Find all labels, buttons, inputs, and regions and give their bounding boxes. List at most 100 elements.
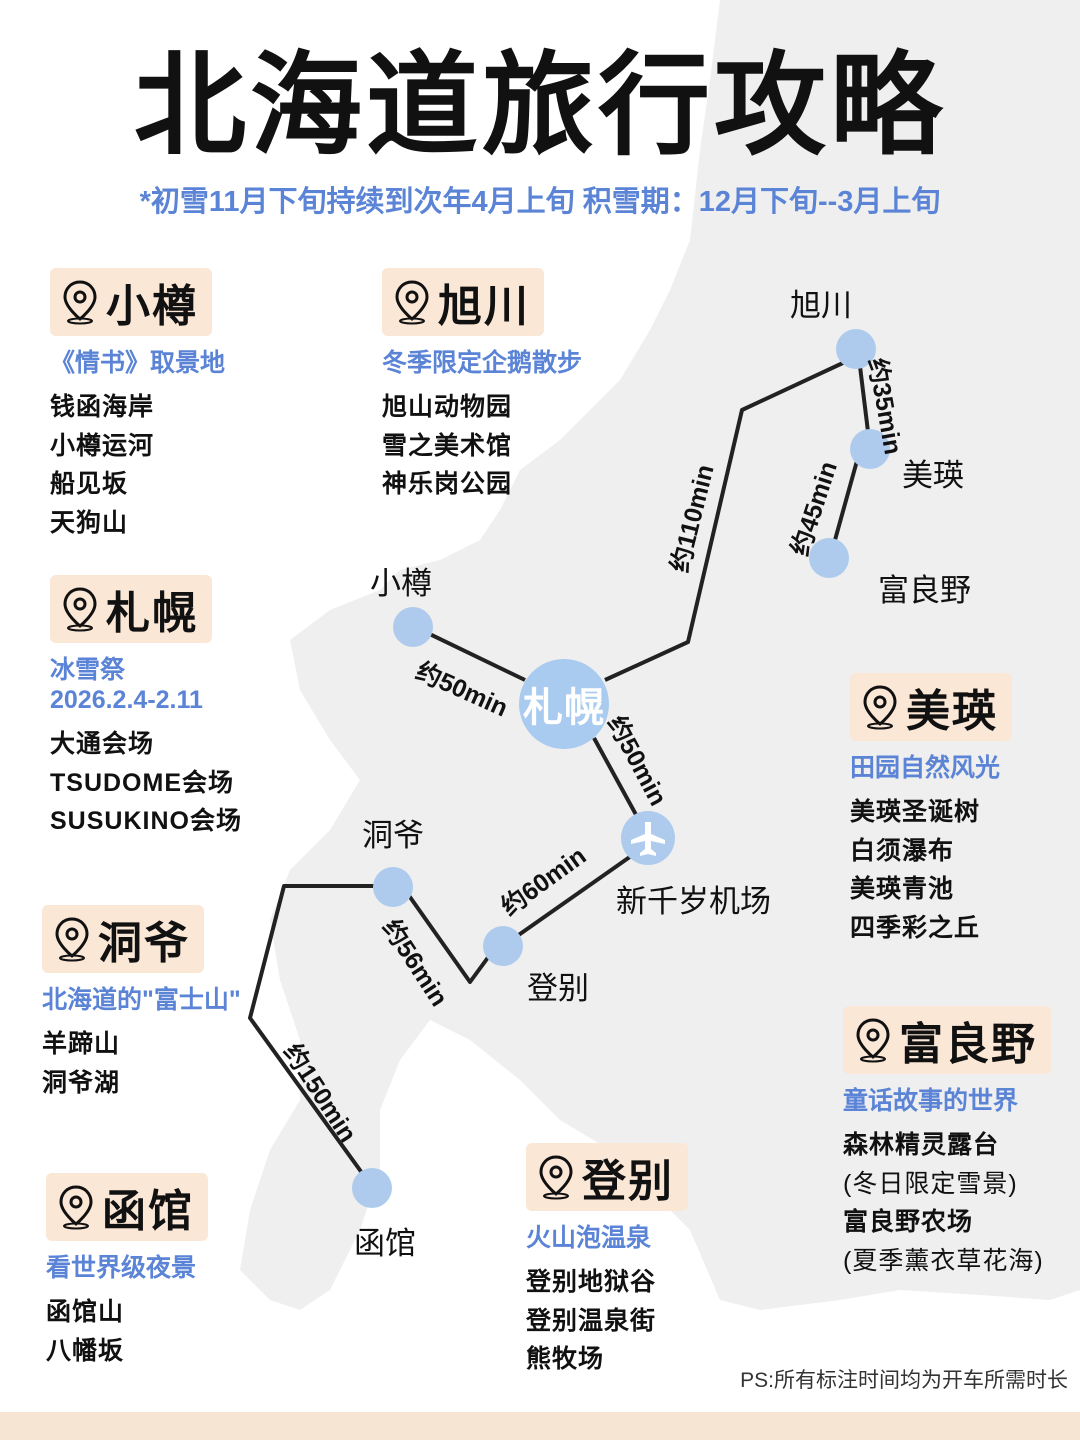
node-biei[interactable] bbox=[850, 429, 890, 469]
spot-tag: 童话故事的世界 bbox=[843, 1087, 1019, 1115]
spot-name: 小樽 bbox=[106, 282, 198, 331]
spot-item: 登别地狱谷 bbox=[526, 1268, 657, 1296]
node-label-noboribetsu: 登别 bbox=[527, 971, 589, 1006]
spot-item: 白须瀑布 bbox=[850, 836, 955, 865]
spot-name: 旭川 bbox=[438, 282, 530, 331]
node-label-hakodate: 函馆 bbox=[354, 1226, 416, 1261]
spot-card-asahikawa: 旭川 冬季限定企鹅散步 旭山动物园 雪之美术馆 神乐岗公园 bbox=[382, 268, 582, 504]
location-pin-icon bbox=[63, 587, 97, 632]
node-label-biei: 美瑛 bbox=[902, 458, 964, 493]
spot-list: 美瑛圣诞树 白须瀑布 美瑛青池 四季彩之丘 bbox=[850, 793, 1012, 947]
spot-item: 函馆山 bbox=[46, 1298, 125, 1326]
spot-item: 天狗山 bbox=[50, 508, 129, 537]
spot-name: 美瑛 bbox=[906, 687, 998, 736]
spot-header-biei[interactable]: 美瑛 bbox=[850, 673, 1012, 741]
node-label-airport: 新千岁机场 bbox=[616, 884, 771, 919]
spot-card-toya: 洞爷 北海道的"富士山" 羊蹄山 洞爷湖 bbox=[42, 905, 241, 1102]
location-pin-icon bbox=[59, 1185, 93, 1230]
spot-item: 神乐岗公园 bbox=[382, 470, 513, 498]
spot-header-otaru[interactable]: 小樽 bbox=[50, 268, 212, 336]
page-subtitle: *初雪11月下旬持续到次年4月上旬 积雪期：12月下旬--3月上旬 bbox=[139, 186, 941, 218]
page-title: 北海道旅行攻略 bbox=[134, 43, 946, 168]
spot-list: 旭山动物园 雪之美术馆 神乐岗公园 bbox=[382, 388, 582, 504]
spot-item-note: (夏季薰衣草花海) bbox=[843, 1246, 1044, 1275]
spot-list: 函馆山 八幡坂 bbox=[46, 1293, 208, 1370]
spot-item: 四季彩之丘 bbox=[850, 913, 981, 942]
node-sapporo-hub[interactable]: 札幌 bbox=[519, 659, 609, 749]
route-sapporo-asahikawa bbox=[604, 360, 846, 682]
location-pin-icon bbox=[63, 280, 97, 325]
node-label-asahikawa: 旭川 bbox=[790, 288, 852, 323]
route-airport-noboribetsu bbox=[501, 852, 636, 948]
location-pin-icon bbox=[55, 917, 89, 962]
spot-tag: 田园自然风光 bbox=[850, 754, 1001, 782]
node-label-furano: 富良野 bbox=[878, 573, 971, 608]
spot-item: 美瑛圣诞树 bbox=[850, 798, 981, 826]
node-label-otaru: 小樽 bbox=[370, 566, 432, 601]
spot-name: 函馆 bbox=[102, 1187, 194, 1236]
location-pin-icon bbox=[395, 280, 429, 325]
location-pin-icon bbox=[856, 1018, 890, 1063]
route-noboribetsu-toya bbox=[403, 888, 494, 984]
spot-item: 大通会场 bbox=[50, 730, 155, 758]
spot-name: 札幌 bbox=[106, 589, 198, 638]
spot-item: 旭山动物园 bbox=[382, 393, 513, 421]
location-pin-icon bbox=[863, 685, 897, 730]
spot-item: 钱函海岸 bbox=[50, 393, 155, 421]
node-furano[interactable] bbox=[809, 538, 849, 578]
spot-list: 羊蹄山 洞爷湖 bbox=[42, 1025, 241, 1102]
node-toya[interactable] bbox=[373, 867, 413, 907]
node-noboribetsu[interactable] bbox=[483, 926, 523, 966]
spot-tag: 《情书》取景地 bbox=[50, 349, 226, 377]
spot-name: 洞爷 bbox=[98, 919, 190, 968]
spot-item: 美瑛青池 bbox=[850, 875, 955, 903]
spot-item: 雪之美术馆 bbox=[382, 431, 513, 460]
spot-tag: 看世界级夜景 bbox=[46, 1254, 197, 1282]
spot-name: 富良野 bbox=[899, 1020, 1037, 1069]
airplane-icon bbox=[631, 822, 665, 856]
node-asahikawa[interactable] bbox=[836, 329, 876, 369]
spot-header-toya[interactable]: 洞爷 bbox=[42, 905, 204, 973]
spot-item: 船见坂 bbox=[50, 470, 129, 498]
spot-card-biei: 美瑛 田园自然风光 美瑛圣诞树 白须瀑布 美瑛青池 四季彩之丘 bbox=[850, 673, 1012, 947]
spot-item: TSUDOME会场 bbox=[50, 768, 235, 797]
spot-card-noboribetsu: 登别 火山泡温泉 登别地狱谷 登别温泉街 熊牧场 bbox=[526, 1143, 688, 1379]
spot-item: 富良野农场 bbox=[843, 1208, 974, 1236]
spot-list: 森林精灵露台 (冬日限定雪景) 富良野农场 (夏季薰衣草花海) bbox=[843, 1126, 1051, 1280]
spot-item: 登别温泉街 bbox=[526, 1306, 657, 1335]
route-toya-hakodate bbox=[248, 884, 380, 1186]
node-otaru[interactable] bbox=[393, 607, 433, 647]
spot-card-sapporo: 札幌 冰雪祭 2026.2.4-2.11 大通会场 TSUDOME会场 SUSU… bbox=[50, 575, 242, 841]
route-sapporo-airport bbox=[592, 737, 642, 823]
spot-list: 登别地狱谷 登别温泉街 熊牧场 bbox=[526, 1263, 688, 1379]
spot-item: SUSUKINO会场 bbox=[50, 807, 242, 835]
spot-item: 八幡坂 bbox=[46, 1336, 125, 1365]
footnote: PS:所有标注时间均为开车所需时长 bbox=[740, 1369, 1068, 1392]
spot-card-otaru: 小樽 《情书》取景地 钱函海岸 小樽运河 船见坂 天狗山 bbox=[50, 268, 225, 542]
spot-header-furano[interactable]: 富良野 bbox=[843, 1006, 1051, 1074]
spot-item: 小樽运河 bbox=[50, 431, 155, 460]
spot-header-asahikawa[interactable]: 旭川 bbox=[382, 268, 544, 336]
spot-tag: 冬季限定企鹅散步 bbox=[382, 349, 583, 377]
spot-list: 钱函海岸 小樽运河 船见坂 天狗山 bbox=[50, 388, 225, 542]
route-otaru-sapporo bbox=[412, 624, 526, 682]
spot-item-note: (冬日限定雪景) bbox=[843, 1169, 1018, 1198]
spot-header-sapporo[interactable]: 札幌 bbox=[50, 575, 212, 643]
node-hakodate[interactable] bbox=[352, 1168, 392, 1208]
spot-tag-date: 2026.2.4-2.11 bbox=[50, 686, 203, 714]
spot-name: 登别 bbox=[582, 1157, 674, 1206]
spot-header-noboribetsu[interactable]: 登别 bbox=[526, 1143, 688, 1211]
spot-item: 洞爷湖 bbox=[42, 1068, 121, 1097]
node-label-toya: 洞爷 bbox=[362, 818, 424, 853]
spot-list: 大通会场 TSUDOME会场 SUSUKINO会场 bbox=[50, 725, 242, 841]
spot-header-hakodate[interactable]: 函馆 bbox=[46, 1173, 208, 1241]
spot-card-hakodate: 函馆 看世界级夜景 函馆山 八幡坂 bbox=[46, 1173, 208, 1370]
spot-item: 熊牧场 bbox=[526, 1345, 605, 1373]
spot-item: 羊蹄山 bbox=[42, 1030, 121, 1058]
spot-item: 森林精灵露台 bbox=[843, 1131, 1000, 1159]
bottom-bar bbox=[0, 1412, 1080, 1440]
location-pin-icon bbox=[539, 1155, 573, 1200]
spot-tag: 冰雪祭 bbox=[50, 656, 126, 684]
spot-card-furano: 富良野 童话故事的世界 森林精灵露台 (冬日限定雪景) 富良野农场 (夏季薰衣草… bbox=[843, 1006, 1051, 1280]
